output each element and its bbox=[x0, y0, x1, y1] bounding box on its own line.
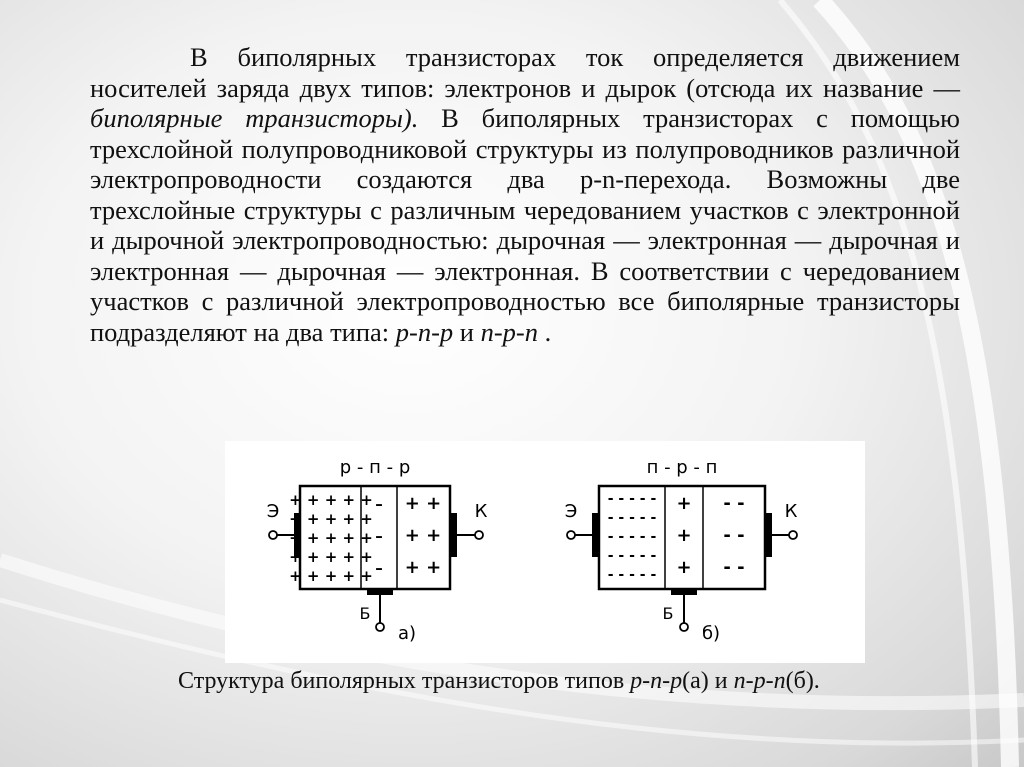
npn-emitter-contact bbox=[592, 513, 599, 557]
npn-layer3-row: - - bbox=[723, 525, 744, 546]
pnp-layer1-row: + + + + + bbox=[289, 548, 373, 566]
pnp-sublabel: а) bbox=[398, 623, 416, 644]
pnp-collector-contact bbox=[450, 513, 457, 557]
paragraph-part2: В биполярных транзисторах с помощью трех… bbox=[90, 103, 960, 347]
npn-base-terminal bbox=[679, 622, 689, 632]
pnp-emitter-contact bbox=[294, 513, 301, 557]
pnp-collector-terminal bbox=[474, 530, 484, 540]
pnp-base-label: Б bbox=[360, 604, 371, 623]
npn-collector-contact bbox=[765, 513, 772, 557]
paragraph-part1: В биполярных транзисторах ток определяет… bbox=[90, 42, 960, 103]
diagram-pnp: р - п - р Э К Б а) + + + + + + + + + + bbox=[267, 457, 488, 644]
figure-caption: Структура биполярных транзисторов типов … bbox=[178, 668, 978, 695]
npn-layer1-row: - - - - - bbox=[608, 529, 657, 545]
caption-a: (а) и bbox=[682, 668, 734, 694]
pnp-layer2-mark: – bbox=[375, 559, 383, 577]
npn-collector-terminal bbox=[788, 530, 798, 540]
pnp-layer2-mark: – bbox=[375, 495, 383, 513]
caption-b: (б). bbox=[785, 668, 820, 694]
paragraph-type1: р-п-р bbox=[395, 316, 454, 347]
main-paragraph: В биполярных транзисторах ток определяет… bbox=[90, 42, 960, 347]
paragraph-italic-term: биполярные транзисторы). bbox=[90, 103, 419, 133]
transistor-structure-figure: р - п - р Э К Б а) + + + + + + + + + + bbox=[225, 441, 865, 663]
pnp-layer3-row: + + bbox=[405, 525, 441, 546]
npn-collector-label: К bbox=[785, 501, 798, 522]
npn-layer1-row: - - - - - bbox=[608, 491, 657, 507]
npn-base-contact bbox=[671, 589, 697, 595]
pnp-layer1-row: + + + + + bbox=[289, 529, 373, 547]
npn-title: п - р - п bbox=[647, 457, 718, 478]
paragraph-end: . bbox=[538, 316, 552, 347]
npn-layer2-mark: + bbox=[676, 557, 691, 578]
pnp-layer1-row: + + + + + bbox=[289, 567, 373, 585]
npn-layer1-row: - - - - - bbox=[608, 510, 657, 526]
npn-layer2-mark: + bbox=[676, 493, 691, 514]
pnp-layer2-mark: – bbox=[375, 527, 383, 545]
npn-layer3-row: - - bbox=[723, 493, 744, 514]
npn-base-label: Б bbox=[663, 604, 674, 623]
diagram-npn: п - р - п Э К Б б) - - - - - - - - - - bbox=[565, 457, 798, 644]
npn-layer1-row: - - - - - bbox=[608, 548, 657, 564]
paragraph-type2: п-р-п bbox=[480, 316, 539, 347]
caption-prefix: Структура биполярных транзисторов типов bbox=[178, 668, 631, 694]
npn-layer3-row: - - bbox=[723, 557, 744, 578]
npn-emitter-label: Э bbox=[565, 501, 578, 522]
pnp-title: р - п - р bbox=[340, 457, 411, 478]
pnp-base-contact bbox=[367, 589, 393, 595]
pnp-base-terminal bbox=[375, 622, 385, 632]
pnp-layer3-row: + + bbox=[405, 493, 441, 514]
pnp-emitter-terminal bbox=[268, 530, 278, 540]
npn-layer1-row: - - - - - bbox=[608, 567, 657, 583]
paragraph-conj: и bbox=[453, 316, 481, 347]
pnp-layer3-row: + + bbox=[405, 557, 441, 578]
pnp-layer1-row: + + + + + bbox=[289, 491, 373, 509]
npn-layer2-mark: + bbox=[676, 525, 691, 546]
caption-type2: п-р-п bbox=[733, 668, 786, 694]
npn-emitter-terminal bbox=[566, 530, 576, 540]
pnp-layer1-row: + + + + + bbox=[289, 510, 373, 528]
pnp-emitter-label: Э bbox=[267, 501, 280, 522]
pnp-collector-label: К bbox=[475, 501, 488, 522]
caption-type1: р-п-р bbox=[630, 668, 683, 694]
npn-sublabel: б) bbox=[702, 623, 720, 644]
